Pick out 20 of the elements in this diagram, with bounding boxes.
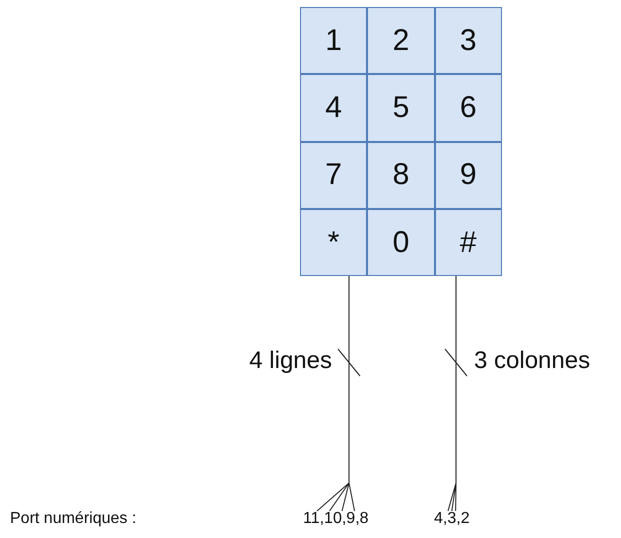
keypad-key: 5 (367, 74, 435, 142)
edge-label: 3 colonnes (474, 347, 590, 375)
pin-numbers: 4,3,2 (434, 510, 470, 528)
keypad-key: 6 (434, 74, 502, 142)
keypad-key: 9 (434, 142, 502, 209)
bus-line (448, 276, 456, 512)
keypad-key: 4 (300, 74, 368, 142)
keypad-key: 7 (300, 142, 368, 209)
keypad-key: * (300, 208, 368, 276)
keypad-key: 8 (367, 142, 435, 209)
keypad (300, 7, 502, 276)
pin-numbers: 11,10,9,8 (303, 510, 369, 528)
keypad-key: 3 (434, 7, 502, 74)
keypad-key: # (434, 208, 502, 276)
keypad-key: 1 (300, 7, 368, 74)
bus-line (316, 276, 356, 512)
keypad-key: 0 (367, 208, 435, 276)
label-text: Port numériques : (10, 510, 136, 528)
edge-label: 4 lignes (249, 347, 332, 375)
keypad-key: 2 (367, 7, 435, 74)
